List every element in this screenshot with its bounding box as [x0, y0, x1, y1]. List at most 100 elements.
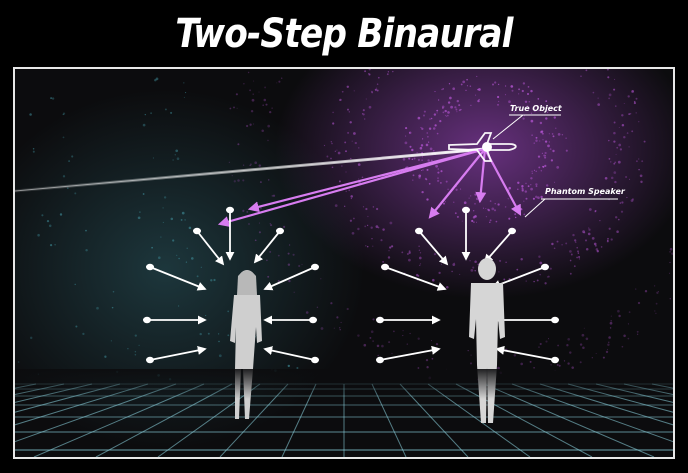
wave-particle	[446, 181, 448, 183]
wave-particle	[197, 275, 199, 277]
wave-particle	[542, 166, 544, 168]
wave-particle	[580, 76, 581, 77]
wave-particle	[582, 346, 585, 349]
wave-particle	[382, 261, 384, 263]
wave-particle	[640, 174, 643, 177]
wave-particle	[539, 140, 540, 141]
wave-particle	[344, 141, 346, 143]
wave-particle	[367, 225, 368, 226]
wave-particle	[409, 146, 411, 148]
wave-particle	[585, 239, 587, 241]
wave-particle	[473, 221, 475, 223]
wave-particle	[367, 216, 368, 217]
wave-particle	[434, 113, 436, 115]
wave-particle	[545, 155, 546, 156]
wave-particle	[621, 201, 623, 203]
wave-particle	[537, 196, 540, 199]
wave-particle	[414, 158, 416, 160]
wave-particle	[474, 270, 475, 271]
wave-particle	[350, 158, 351, 159]
wave-particle	[595, 245, 597, 247]
wave-particle	[528, 86, 530, 88]
wave-particle	[104, 356, 106, 358]
wave-particle	[585, 69, 587, 71]
wave-particle	[596, 353, 597, 354]
wave-particle	[269, 111, 271, 113]
wave-particle	[669, 262, 670, 263]
wave-particle	[469, 260, 470, 261]
wave-particle	[536, 137, 538, 139]
wave-particle	[138, 345, 139, 346]
wave-particle	[634, 101, 636, 103]
wave-particle	[442, 88, 443, 89]
wave-particle	[637, 334, 638, 335]
wave-particle	[616, 230, 619, 233]
wave-particle	[618, 144, 621, 147]
wave-particle	[371, 330, 374, 333]
wave-particle	[139, 211, 140, 212]
wave-particle	[618, 315, 620, 317]
speaker-dot	[311, 357, 319, 363]
wave-particle	[375, 89, 377, 91]
wave-particle	[517, 182, 519, 184]
wave-particle	[276, 82, 277, 83]
wave-particle	[455, 109, 457, 111]
wave-particle	[429, 127, 431, 129]
wave-particle	[446, 116, 447, 117]
wave-particle	[567, 362, 569, 364]
wave-particle	[352, 141, 353, 142]
wave-particle	[324, 145, 325, 146]
wave-particle	[52, 97, 54, 99]
wave-particle	[461, 83, 463, 85]
speaker-dot	[146, 357, 154, 363]
wave-particle	[342, 91, 344, 93]
wave-particle	[33, 148, 35, 150]
wave-particle	[253, 94, 254, 95]
wave-particle	[569, 250, 572, 253]
wave-particle	[580, 361, 582, 363]
wave-particle	[566, 344, 568, 346]
speaker-dot	[381, 264, 389, 270]
wave-particle	[521, 185, 523, 187]
wave-particle	[623, 335, 626, 338]
wave-particle	[347, 308, 349, 310]
wave-particle	[251, 110, 253, 112]
wave-particle	[622, 124, 624, 126]
wave-particle	[607, 343, 609, 345]
wave-particle	[658, 291, 659, 292]
wave-particle	[261, 129, 264, 132]
wave-particle	[237, 108, 238, 109]
wave-particle	[162, 207, 163, 208]
wave-particle	[418, 367, 420, 369]
wave-particle	[330, 158, 332, 160]
wave-particle	[380, 239, 382, 241]
wave-particle	[670, 298, 671, 299]
wave-particle	[264, 86, 266, 88]
wave-particle	[405, 136, 406, 137]
wave-particle	[259, 223, 260, 224]
wave-particle	[368, 73, 370, 75]
wave-particle	[347, 109, 349, 111]
phantom-speaker-arrow	[376, 349, 439, 363]
wave-particle	[158, 256, 161, 259]
wave-particle	[593, 92, 595, 94]
wave-particle	[74, 192, 76, 194]
wave-particle	[523, 201, 524, 202]
wave-particle	[565, 138, 566, 139]
wave-particle	[588, 227, 589, 228]
wave-particle	[412, 179, 413, 180]
wave-particle	[405, 127, 407, 129]
wave-particle	[442, 105, 445, 108]
wave-particle	[638, 169, 640, 171]
wave-particle	[499, 260, 501, 262]
wave-particle	[553, 135, 555, 137]
wave-particle	[429, 183, 431, 185]
wave-particle	[362, 176, 364, 178]
wave-particle	[608, 140, 609, 141]
speaker-dot	[143, 317, 151, 323]
wave-particle	[237, 143, 239, 145]
wave-particle	[495, 203, 496, 204]
wave-particle	[332, 122, 334, 124]
wave-particle	[616, 154, 617, 155]
wave-particle	[409, 132, 410, 133]
